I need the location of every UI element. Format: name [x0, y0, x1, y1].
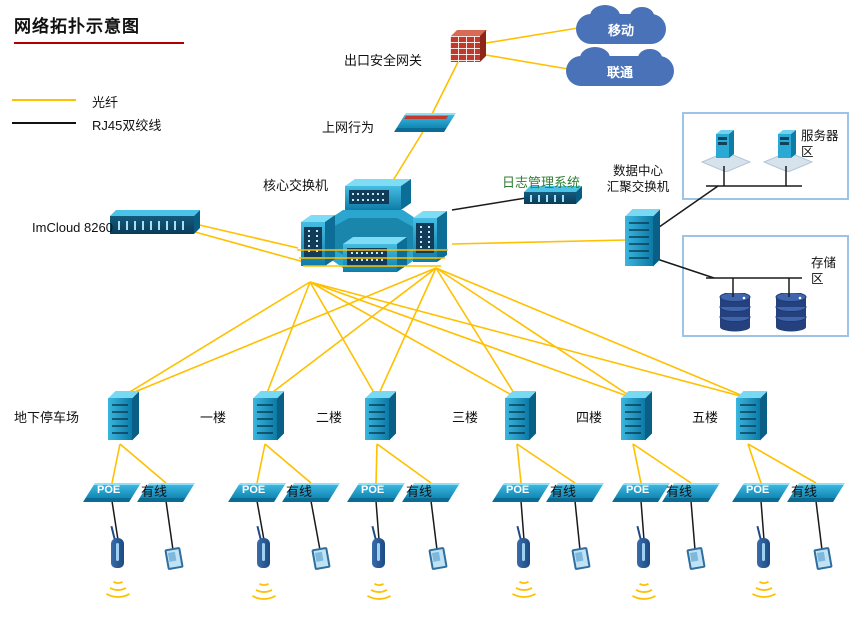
- firewall-icon: [450, 36, 480, 62]
- wireless-ap-icon: [111, 538, 124, 568]
- wired-label: 有线: [141, 484, 168, 499]
- dc-switch-label-line1: 数据中心: [612, 164, 663, 178]
- wired-terminal-icon: [164, 546, 184, 571]
- imcloud-label: ImCloud 8260: [32, 220, 113, 235]
- wireless-ap-icon: [517, 538, 530, 568]
- wired-terminal-icon: [571, 546, 591, 571]
- floor-switch-icon: [505, 398, 529, 440]
- storage-zone-label: 存储区: [811, 256, 837, 287]
- floor-label: 二楼: [316, 410, 343, 425]
- wired-terminal-icon: [686, 546, 706, 571]
- floor-label: 三楼: [452, 410, 479, 425]
- cloud-unicom-label: 联通: [606, 64, 633, 80]
- log-device-icon: [524, 192, 576, 204]
- floor-label: 一楼: [200, 410, 227, 425]
- poe-label: POE: [746, 484, 770, 496]
- wired-label: 有线: [666, 484, 693, 499]
- cloud-mobile-label: 移动: [607, 22, 634, 38]
- wired-label: 有线: [791, 484, 818, 499]
- server-zone-label: 服务器区: [801, 129, 839, 160]
- rj45-label: RJ45双绞线: [92, 118, 162, 133]
- storage-icon: [775, 293, 807, 332]
- page-title: 网络拓扑示意图: [14, 17, 140, 36]
- poe-label: POE: [361, 484, 385, 496]
- behavior-label: 上网行为: [322, 120, 375, 135]
- storage-icon: [719, 293, 751, 332]
- wired-label: 有线: [286, 484, 313, 499]
- wired-terminal-icon: [428, 546, 448, 571]
- floor-label: 五楼: [692, 410, 719, 425]
- floor-switch-icon: [108, 398, 132, 440]
- poe-label: POE: [506, 484, 530, 496]
- gateway-label: 出口安全网关: [344, 53, 423, 68]
- wired-terminal-icon: [813, 546, 833, 571]
- wifi-signal-icon: [105, 580, 131, 598]
- wireless-ap-icon: [257, 538, 270, 568]
- fiber-label: 光纤: [92, 95, 119, 110]
- core-switch-label: 核心交换机: [263, 178, 329, 193]
- server-icon: [762, 130, 814, 172]
- rj45-line-swatch: [12, 122, 76, 124]
- core-switch-icon: [297, 179, 448, 272]
- cloud-unicom: 联通: [566, 47, 674, 86]
- floor-switch-icon: [736, 398, 760, 440]
- server-zone: 服务器区: [682, 112, 849, 200]
- floor-label: 四楼: [576, 410, 603, 425]
- imcloud-device-icon: [110, 216, 194, 234]
- wifi-signal-icon: [511, 580, 537, 598]
- fiber-lines: [111, 27, 817, 484]
- floor-switch-icon: [253, 398, 277, 440]
- dc-switch-label-line2: 汇聚交换机: [606, 180, 670, 195]
- floor-switch-icon: [621, 398, 645, 440]
- poe-label: POE: [626, 484, 650, 496]
- wired-label: 有线: [550, 484, 577, 499]
- wired-terminal-icon: [311, 546, 331, 571]
- wireless-ap-icon: [637, 538, 650, 568]
- log-system-label: 日志管理系统: [502, 175, 581, 190]
- poe-label: POE: [97, 484, 121, 496]
- server-icon: [700, 130, 752, 172]
- wireless-ap-icon: [372, 538, 385, 568]
- floor-switch-icon: [365, 398, 389, 440]
- storage-zone: 存储区: [682, 235, 849, 337]
- title-underline: [14, 42, 184, 44]
- wifi-signal-icon: [251, 582, 277, 600]
- wifi-signal-icon: [751, 580, 777, 598]
- wifi-signal-icon: [631, 582, 657, 600]
- rj45-lines: [111, 166, 823, 551]
- dc-switch-icon: [625, 216, 653, 266]
- dc-switch-label: 数据中心 汇聚交换机: [596, 163, 680, 196]
- wifi-signal-icon: [366, 582, 392, 600]
- floor-label: 地下停车场: [14, 410, 80, 425]
- wired-label: 有线: [406, 484, 433, 499]
- fiber-line-swatch: [12, 99, 76, 101]
- cloud-mobile: 移动: [576, 5, 666, 44]
- wireless-ap-icon: [757, 538, 770, 568]
- poe-label: POE: [242, 484, 266, 496]
